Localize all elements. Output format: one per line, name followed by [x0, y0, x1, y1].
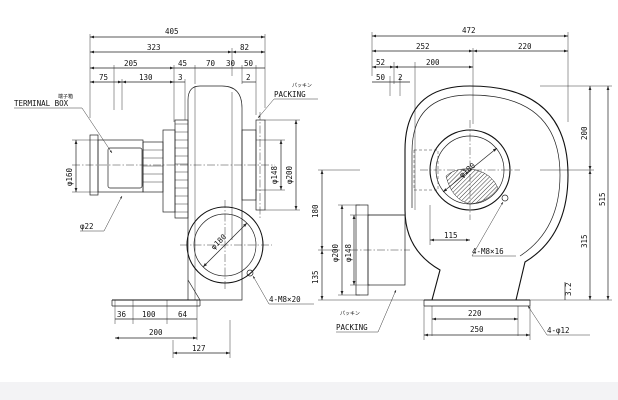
shaft-diameter: φ22: [80, 222, 94, 231]
dim-2: 2: [246, 73, 251, 82]
side-outlet-dia-148: φ148: [270, 165, 279, 184]
dim-2-front: 2: [398, 73, 403, 82]
impeller-hatching: [445, 168, 499, 205]
side-inlet: [180, 200, 272, 290]
front-height-total: 515: [598, 192, 607, 206]
base-dim-100: 100: [142, 310, 156, 319]
motor-diameter: φ160: [65, 167, 74, 186]
side-outlet-dia-200: φ200: [285, 165, 294, 184]
side-inlet-bolts-leader-arrow: [252, 275, 270, 305]
front-view: 472 252 220 52 200 50 2 200 515 315 3.2: [311, 26, 612, 340]
front-extension-lines: [371, 32, 569, 210]
side-base: [111, 279, 201, 307]
terminal-box-label: TERMINAL BOX: [14, 99, 69, 108]
front-outlet-height: 180: [311, 204, 320, 218]
front-base: [423, 299, 531, 307]
front-outlet-dia-148: φ148: [344, 243, 353, 262]
front-outlet-base-height: 135: [311, 270, 320, 284]
dim-50: 50: [244, 59, 254, 68]
front-height-lower: 315: [580, 234, 589, 248]
front-base-outer: 250: [470, 325, 484, 334]
motor-body: [89, 119, 189, 219]
front-base-inner: 220: [468, 309, 482, 318]
terminal-box-label-jp: 端子箱: [58, 93, 73, 100]
dim-45: 45: [178, 59, 187, 68]
dim-220-top: 220: [518, 42, 532, 51]
front-packing-leader-arrow: [377, 289, 397, 333]
side-packing-label: PACKING: [274, 90, 306, 99]
terminal-box-leader-arrow: [81, 107, 113, 154]
dim-52: 52: [376, 58, 385, 67]
front-packing-label-jp: パッキン: [340, 311, 360, 317]
dim-252: 252: [416, 42, 430, 51]
shaft-leader-arrow: [103, 195, 123, 232]
side-packing-label-jp: パッキン: [292, 83, 312, 89]
front-inlet-bolts-leader-arrow: [471, 201, 504, 257]
side-view: 405 323 82 205 45 70 30 50 75 130 3 2 端: [14, 27, 318, 358]
blower-dimension-drawing: 405 323 82 205 45 70 30 50 75 130 3 2 端: [14, 26, 612, 358]
dim-200-top: 200: [426, 58, 440, 67]
dim-3: 3: [178, 73, 183, 82]
front-inlet-bolts: 4-M8×16: [472, 247, 504, 256]
front-scroll-casing: [404, 85, 569, 301]
footer-strip: [0, 382, 618, 400]
front-angle: 3.2: [564, 282, 573, 296]
dim-472: 472: [462, 26, 476, 35]
base-total-200: 200: [149, 328, 163, 337]
front-inlet-offset: 115: [444, 231, 458, 240]
front-outlet: [350, 204, 410, 296]
dim-line-side-inlet: [202, 222, 248, 268]
dim-75: 75: [99, 73, 108, 82]
dim-130: 130: [139, 73, 153, 82]
side-packing-leader-arrow: [257, 98, 275, 119]
front-outlet-dia-200: φ200: [331, 243, 340, 262]
dim-323: 323: [147, 43, 161, 52]
dim-70: 70: [206, 59, 216, 68]
side-top-dimensions: 405 323 82 205 45 70 30 50 75 130 3 2: [90, 27, 265, 84]
side-inlet-bolts: 4-M8×20: [269, 295, 301, 304]
side-casing: [187, 85, 266, 301]
dim-205: 205: [124, 59, 138, 68]
dim-50-front: 50: [376, 73, 386, 82]
base-dim-36: 36: [117, 310, 127, 319]
front-foot-holes-leader-arrow: [527, 305, 548, 336]
base-offset-127: 127: [192, 344, 206, 353]
dim-line-front-inlet: [442, 147, 498, 193]
base-dim-64: 64: [178, 310, 188, 319]
motor-cooling-fins: [174, 119, 189, 219]
side-inlet-diameter: φ180: [209, 232, 228, 251]
front-height-upper: 200: [580, 126, 589, 140]
dim-82: 82: [240, 43, 249, 52]
dim-30: 30: [226, 59, 236, 68]
front-foot-holes: 4-φ12: [547, 326, 570, 335]
dim-405: 405: [165, 27, 179, 36]
front-packing-label: PACKING: [336, 323, 368, 332]
